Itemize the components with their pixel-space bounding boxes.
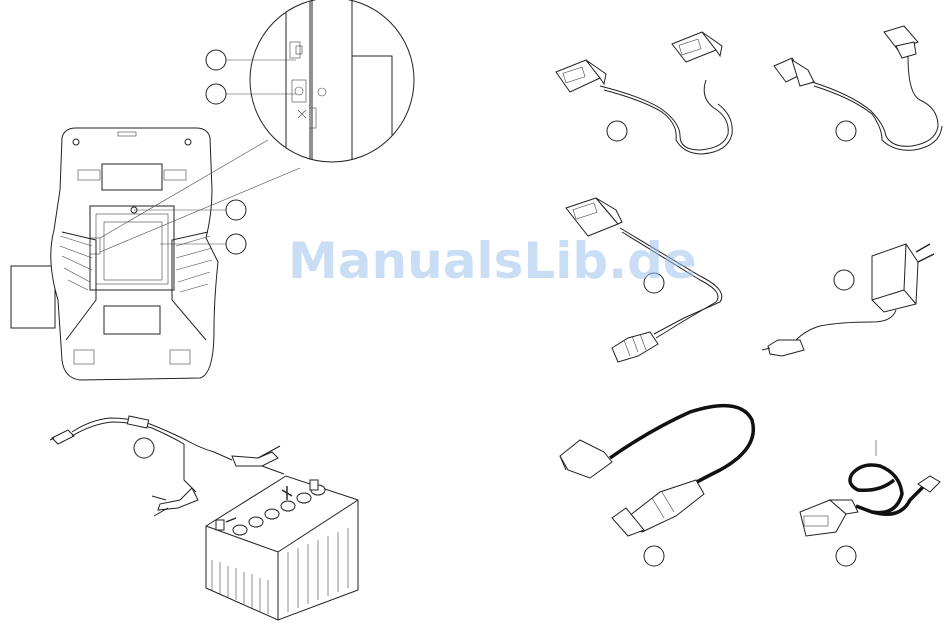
car-lighter-cable	[560, 406, 753, 566]
callout-circle	[226, 200, 246, 220]
usb-cable	[774, 26, 942, 150]
callout-circle	[836, 121, 856, 141]
zoom-circle	[250, 0, 414, 162]
callout-circle	[644, 546, 664, 566]
serial-to-round-cable	[566, 198, 722, 362]
serial-cable	[556, 32, 732, 154]
callout-circle	[644, 273, 664, 293]
callout-circle	[836, 546, 856, 566]
callout-circle	[226, 234, 246, 254]
device-side-tab	[11, 266, 55, 328]
callout-circle	[206, 50, 226, 70]
device-body	[51, 128, 218, 380]
car-battery	[206, 476, 358, 620]
power-adapter	[762, 244, 934, 356]
battery-clamp-cable	[50, 416, 358, 620]
callout-circle	[607, 121, 627, 141]
callout-circle	[134, 438, 154, 458]
callout-circle	[834, 270, 854, 290]
callout-circle	[206, 84, 226, 104]
serial-adapter-cable	[800, 440, 940, 566]
device-rear-view	[11, 128, 300, 380]
zoom-detail	[206, 0, 414, 180]
